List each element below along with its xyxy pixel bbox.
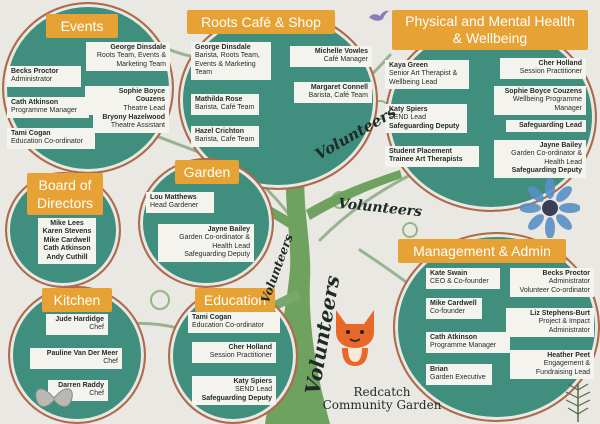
events-person-1: George Dinsdale Roots Team, Events & Mar… — [86, 42, 170, 72]
management-person-6: Heather Peet Engagement & Fundraising Le… — [510, 350, 594, 380]
plant-icon — [565, 383, 591, 422]
management-person-2: Becks Proctor Administrator Volunteer Co… — [510, 268, 594, 298]
garden-person-2: Jayne Bailey Garden Co-ordinator & Healt… — [158, 224, 254, 262]
education-person-3: Katy Spiers SEND Lead Safeguarding Deput… — [192, 376, 276, 406]
education-person-1: Tami Cogan Education Co-ordinator — [188, 312, 280, 333]
board-members: Mike Lees Karen Stevens Mike Cardwell Ca… — [38, 218, 96, 265]
cafe-person-3: Margaret Connell Barista, Café Team — [294, 82, 372, 103]
health-person-4: Katy Spiers SEND Lead Safeguarding Deput… — [385, 104, 467, 134]
health-person-3: Sophie Boyce Couzens Wellbeing Programme… — [494, 86, 586, 116]
moth-icon — [35, 388, 73, 407]
cafe-person-5: Hazel Crichton Barista, Cafe Team — [191, 126, 259, 147]
health-person-5: Safeguarding Lead — [506, 120, 586, 133]
board-title: Board of Directors — [27, 173, 103, 215]
flower-icon — [520, 178, 580, 238]
management-title: Management & Admin — [398, 239, 566, 263]
health-person-7: Jayne Bailey Garden Co-ordinator & Healt… — [494, 140, 586, 178]
health-person-2: Cher Holland Session Practitioner — [500, 58, 586, 79]
events-person-6: Tami Cogan Education Co-ordinator — [7, 128, 95, 149]
kitchen-person-1: Jude Hardidge Chef — [46, 314, 108, 335]
garden-person-1: Lou Matthews Head Gardener — [146, 192, 214, 213]
cafe-person-1: George Dinsdale Barista, Roots Team, Eve… — [191, 42, 271, 80]
health-person-6: Student Placement Trainee Art Therapists — [385, 146, 479, 167]
cafe-title: Roots Café & Shop — [187, 10, 335, 34]
kitchen-title: Kitchen — [42, 288, 112, 312]
bird-icon — [369, 10, 389, 21]
events-person-4: Cath Atkinson Programme Manager — [7, 97, 89, 118]
management-person-5: Cath Atkinson Programme Manager — [426, 332, 510, 353]
events-person-5: Bryony Hazelwood Theatre Assistant — [93, 112, 169, 133]
events-person-3: Sophie Boyce Couzens Theatre Lead — [85, 86, 169, 116]
garden-title: Garden — [175, 160, 239, 184]
management-person-1: Kate Swain CEO & Co-founder — [426, 268, 500, 289]
cafe-person-4: Mathilda Rose Barista, Café Team — [191, 94, 259, 115]
management-person-7: Brian Garden Executive — [426, 364, 492, 385]
events-title: Events — [46, 14, 118, 38]
fox-icon — [336, 310, 374, 366]
cafe-person-2: Michelle Vowles Café Manager — [290, 46, 372, 67]
education-title: Education — [195, 288, 275, 312]
brand-name: Redcatch Community Garden — [322, 385, 442, 412]
kitchen-person-2: Pauline Van Der Meer Chef — [30, 348, 122, 369]
education-person-2: Cher Holland Session Practitioner — [192, 342, 276, 363]
events-person-2: Becks Proctor Administrator — [7, 66, 81, 87]
management-person-3: Mike Cardwell Co-founder — [426, 298, 482, 319]
health-person-1: Kaya Green Senior Art Therapist & Wellbe… — [385, 60, 469, 90]
management-person-4: Liz Stephens-Burt Project & Impact Admin… — [506, 308, 594, 338]
health-title: Physical and Mental Health & Wellbeing — [392, 10, 588, 50]
